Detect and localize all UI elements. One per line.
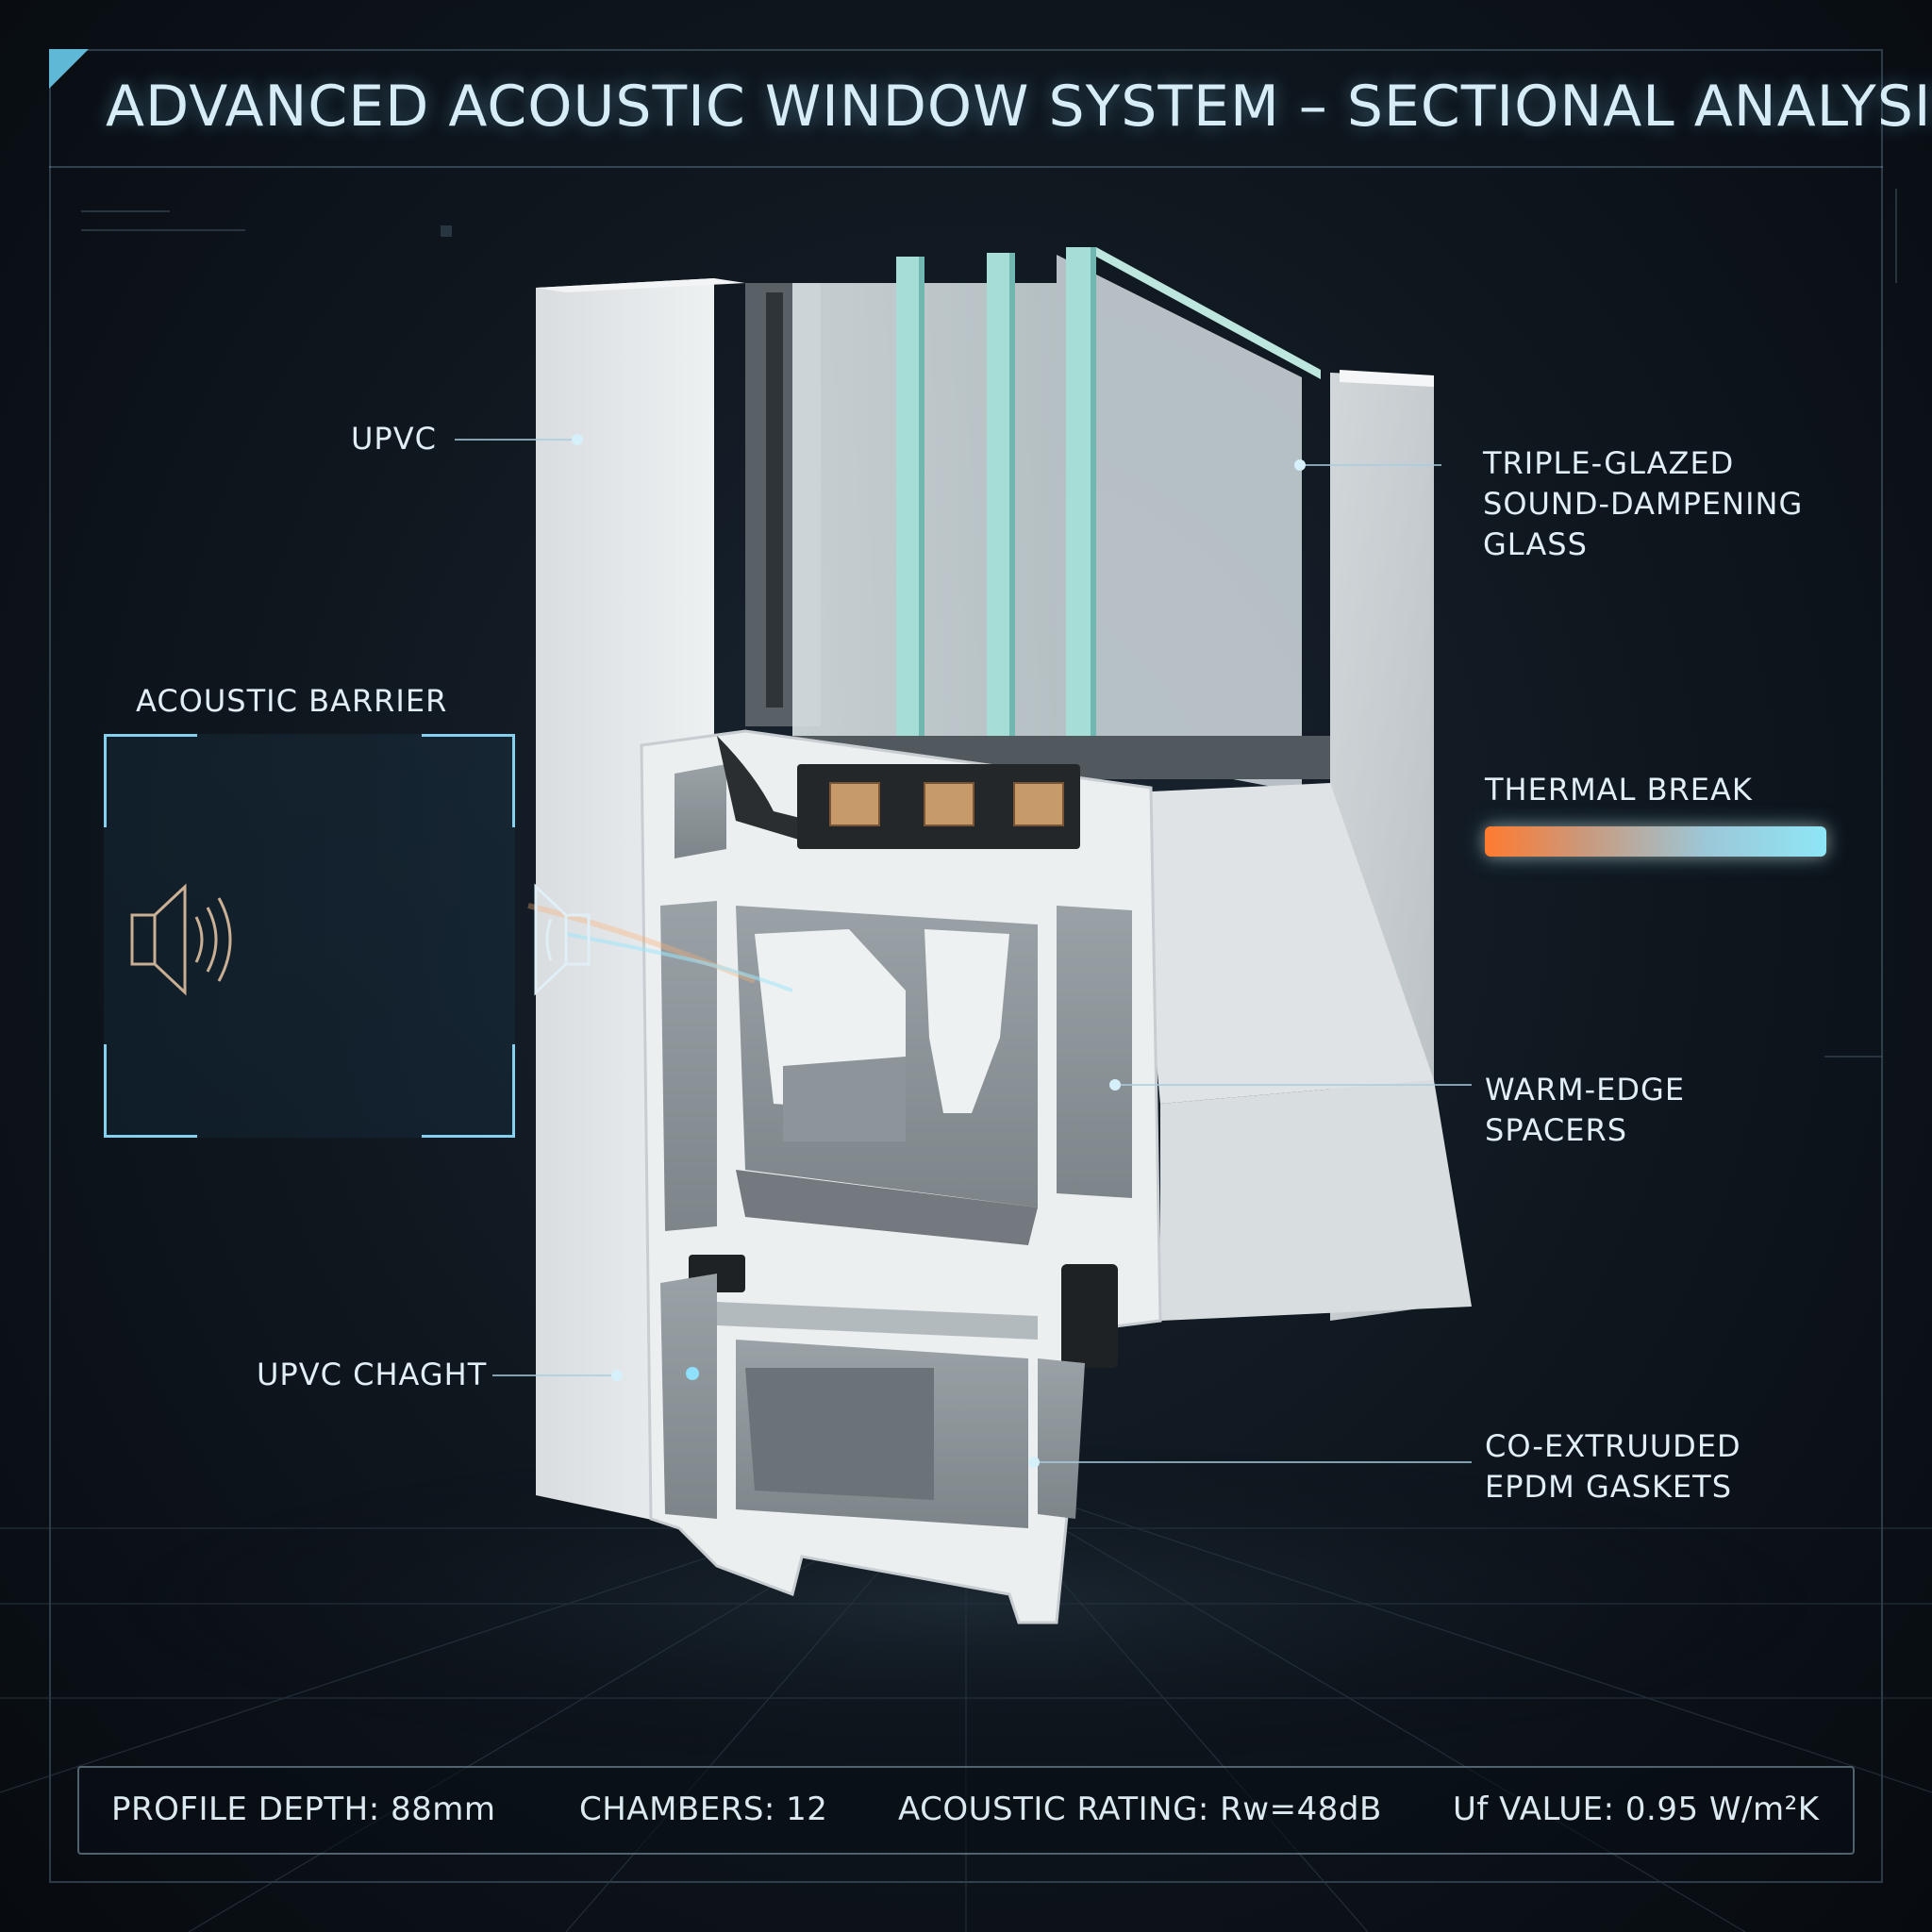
label-gaskets: CO-EXTRUUDED EPDM GASKETS: [1485, 1426, 1741, 1507]
thermal-break-gradient-bar: [1485, 826, 1826, 857]
label-warm-edge-line-2: SPACERS: [1485, 1112, 1627, 1148]
acoustic-wave-beam: [527, 903, 793, 992]
sound-wave: [229, 789, 521, 1089]
bracket-top-right: [422, 734, 515, 827]
acoustic-barrier-panel: [104, 734, 515, 1138]
upvc-sash-right: [1132, 370, 1472, 1321]
page-title: ADVANCED ACOUSTIC WINDOW SYSTEM – SECTIO…: [106, 74, 1932, 140]
label-triple-glazed-line-1: TRIPLE-GLAZED: [1483, 445, 1735, 481]
spec-chambers: CHAMBERS: 12: [579, 1790, 828, 1828]
label-triple-glazed-line-3: GLASS: [1483, 526, 1588, 562]
label-upvc: UPVC: [351, 421, 437, 457]
label-warm-edge-line-1: WARM-EDGE: [1485, 1072, 1686, 1108]
label-upvc-chaght: UPVC CHAGHT: [257, 1357, 488, 1392]
warm-edge-spacers: [829, 782, 1064, 826]
speaker-icon-right: [534, 883, 591, 996]
label-gaskets-line-1: CO-EXTRUUDED: [1485, 1428, 1741, 1464]
label-acoustic-barrier: ACOUSTIC BARRIER: [136, 683, 448, 719]
label-thermal-break: THERMAL BREAK: [1485, 772, 1753, 808]
corner-accent: [49, 49, 89, 89]
speaker-icon-left: [130, 883, 232, 996]
profile-cross-section: [640, 729, 1162, 1624]
spec-bar: [77, 1766, 1855, 1855]
bracket-bottom-right: [422, 1044, 515, 1138]
spec-uf-value: Uf VALUE: 0.95 W/m²K: [1453, 1790, 1820, 1828]
title-bar: [49, 49, 1883, 168]
bracket-top-left: [104, 734, 197, 827]
triple-glazing: [792, 247, 1321, 853]
label-warm-edge: WARM-EDGE SPACERS: [1485, 1070, 1685, 1151]
label-gaskets-line-2: EPDM GASKETS: [1485, 1469, 1732, 1505]
bracket-bottom-left: [104, 1044, 197, 1138]
label-triple-glazed-line-2: SOUND-DAMPENING: [1483, 486, 1804, 522]
seal-strip: [766, 292, 783, 708]
hud-decoration: [81, 189, 1897, 1058]
spec-acoustic-rating: ACOUSTIC RATING: Rw=48dB: [898, 1790, 1382, 1828]
spec-profile-depth: PROFILE DEPTH: 88mm: [111, 1790, 496, 1828]
label-triple-glazed: TRIPLE-GLAZED SOUND-DAMPENING GLASS: [1483, 443, 1803, 565]
callout-leaders: [455, 434, 1472, 1468]
